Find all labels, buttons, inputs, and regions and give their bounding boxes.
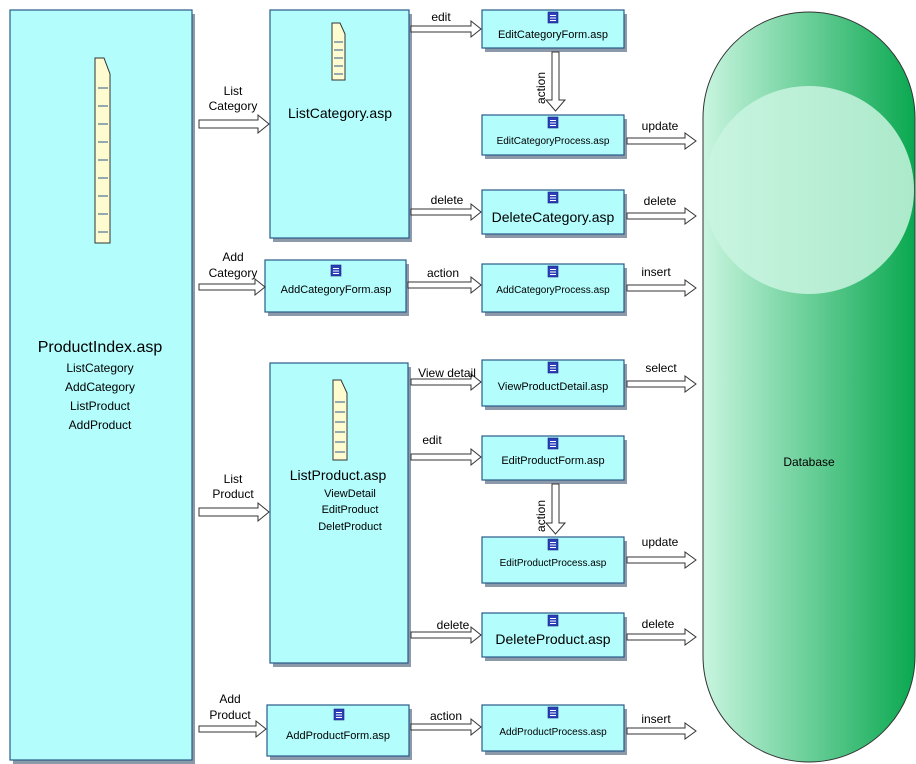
list-category-box: ListCategory.asp bbox=[269, 9, 412, 242]
add-category-form-box: AddCategoryForm.asp bbox=[264, 259, 409, 316]
edge-label-edit-product: edit bbox=[422, 433, 442, 447]
add-product-process-box: AddProductProcess.asp bbox=[481, 704, 627, 755]
arrow-insert-product bbox=[626, 722, 697, 740]
edit-category-process-title: EditCategoryProcess.asp bbox=[497, 136, 610, 147]
page-icon bbox=[332, 379, 348, 461]
document-icon bbox=[547, 538, 559, 551]
arrow-add-category-action bbox=[407, 275, 482, 295]
arrow-add-product-action bbox=[410, 717, 482, 737]
document-icon bbox=[547, 116, 559, 129]
list-product-title: ListProduct.asp bbox=[290, 467, 387, 483]
edit-product-process-title: EditProductProcess.asp bbox=[500, 558, 607, 569]
view-product-detail-box: ViewProductDetail.asp bbox=[481, 359, 627, 410]
edge-label-add-category-action: action bbox=[427, 266, 459, 280]
document-icon bbox=[330, 264, 342, 277]
product-index-title: ProductIndex.asp bbox=[38, 339, 163, 356]
edge-label-add-category-insert: insert bbox=[641, 265, 671, 279]
edge-label-edit-category: edit bbox=[431, 10, 451, 24]
edge-label-edit-product-action: action bbox=[534, 500, 548, 532]
edge-label-add-product-insert: insert bbox=[641, 712, 671, 726]
page-icon bbox=[94, 57, 111, 244]
list-product-box: ListProduct.asp ViewDetail EditProduct D… bbox=[269, 362, 411, 667]
document-icon bbox=[547, 437, 559, 450]
view-product-detail-title: ViewProductDetail.asp bbox=[498, 381, 608, 393]
arrow-add-product bbox=[198, 719, 267, 739]
edge-label-list-product: Product bbox=[212, 487, 254, 501]
edge-label-delete-product-db: delete bbox=[642, 617, 675, 631]
edge-label-list-category: List bbox=[224, 84, 243, 98]
add-product-form-box: AddProductForm.asp bbox=[266, 704, 412, 760]
arrow-edit-product bbox=[410, 447, 482, 467]
arrow-edit-category bbox=[410, 19, 482, 39]
arrow-insert-category bbox=[626, 279, 697, 297]
edge-label-add-category: Add bbox=[222, 250, 243, 264]
arrow-delete-category-db bbox=[626, 207, 697, 225]
edge-label-list-category: Category bbox=[209, 99, 258, 113]
arrow-list-product bbox=[198, 501, 270, 523]
edge-label-delete-category-db: delete bbox=[644, 194, 677, 208]
document-icon bbox=[547, 614, 559, 627]
list-product-item: ViewDetail bbox=[324, 488, 376, 500]
edit-product-form-box: EditProductForm.asp bbox=[481, 435, 627, 484]
edit-category-process-box: EditCategoryProcess.asp bbox=[481, 114, 627, 159]
edge-label-edit-category-update: update bbox=[642, 119, 679, 133]
edit-product-process-box: EditProductProcess.asp bbox=[481, 536, 627, 587]
arrow-delete-product bbox=[410, 625, 482, 645]
delete-category-box: DeleteCategory.asp bbox=[481, 189, 627, 238]
add-product-form-title: AddProductForm.asp bbox=[286, 730, 390, 742]
arrow-update-product bbox=[626, 551, 697, 569]
arrow-edit-category-action bbox=[544, 51, 567, 112]
add-category-process-title: AddCategoryProcess.asp bbox=[496, 285, 610, 296]
arrow-update-category bbox=[626, 132, 697, 150]
document-icon bbox=[547, 265, 559, 278]
add-category-process-box: AddCategoryProcess.asp bbox=[481, 263, 627, 316]
document-icon bbox=[547, 11, 559, 24]
document-icon bbox=[547, 361, 559, 374]
database: Database bbox=[702, 11, 916, 763]
document-icon bbox=[547, 706, 559, 719]
arrow-delete-category bbox=[410, 202, 482, 222]
arrow-list-category bbox=[198, 113, 270, 135]
database-label: Database bbox=[783, 455, 835, 469]
product-index-item: AddCategory bbox=[65, 380, 135, 394]
product-index-box: ProductIndex.asp ListCategory AddCategor… bbox=[9, 9, 195, 764]
edit-product-form-title: EditProductForm.asp bbox=[501, 455, 604, 467]
edge-label-list-product: List bbox=[224, 472, 243, 486]
product-index-item: AddProduct bbox=[69, 418, 132, 432]
document-icon bbox=[333, 708, 345, 721]
add-product-process-title: AddProductProcess.asp bbox=[499, 727, 607, 738]
product-index-item: ListCategory bbox=[66, 361, 133, 375]
edge-label-edit-product-update: update bbox=[642, 535, 679, 549]
edit-category-form-title: EditCategoryForm.asp bbox=[498, 29, 608, 41]
product-index-item: ListProduct bbox=[70, 399, 131, 413]
edge-label-add-product-action: action bbox=[430, 709, 462, 723]
edge-label-view-detail: View detail bbox=[418, 366, 476, 380]
edge-label-add-product: Product bbox=[209, 708, 251, 722]
list-product-item: EditProduct bbox=[322, 504, 379, 516]
arrow-select bbox=[626, 375, 697, 393]
edge-label-view-detail-select: select bbox=[645, 361, 677, 375]
delete-product-box: DeleteProduct.asp bbox=[481, 612, 627, 661]
list-product-item: DeletProduct bbox=[318, 521, 382, 533]
arrow-view-detail bbox=[410, 372, 482, 392]
document-icon bbox=[547, 191, 559, 204]
arrow-edit-product-action bbox=[544, 483, 567, 535]
page-icon bbox=[331, 22, 346, 81]
list-category-title: ListCategory.asp bbox=[288, 105, 392, 121]
edge-label-add-category: Category bbox=[209, 266, 258, 280]
edit-category-form-box: EditCategoryForm.asp bbox=[481, 9, 627, 52]
edge-label-delete-category: delete bbox=[431, 193, 464, 207]
delete-category-title: DeleteCategory.asp bbox=[492, 209, 615, 225]
edge-label-delete-product: delete bbox=[437, 618, 470, 632]
add-category-form-title: AddCategoryForm.asp bbox=[281, 284, 392, 296]
arrow-delete-product-db bbox=[626, 628, 697, 646]
edge-label-edit-category-action: action bbox=[534, 72, 548, 104]
edge-label-add-product: Add bbox=[219, 692, 240, 706]
delete-product-title: DeleteProduct.asp bbox=[495, 631, 610, 647]
arrow-add-category bbox=[198, 277, 266, 297]
